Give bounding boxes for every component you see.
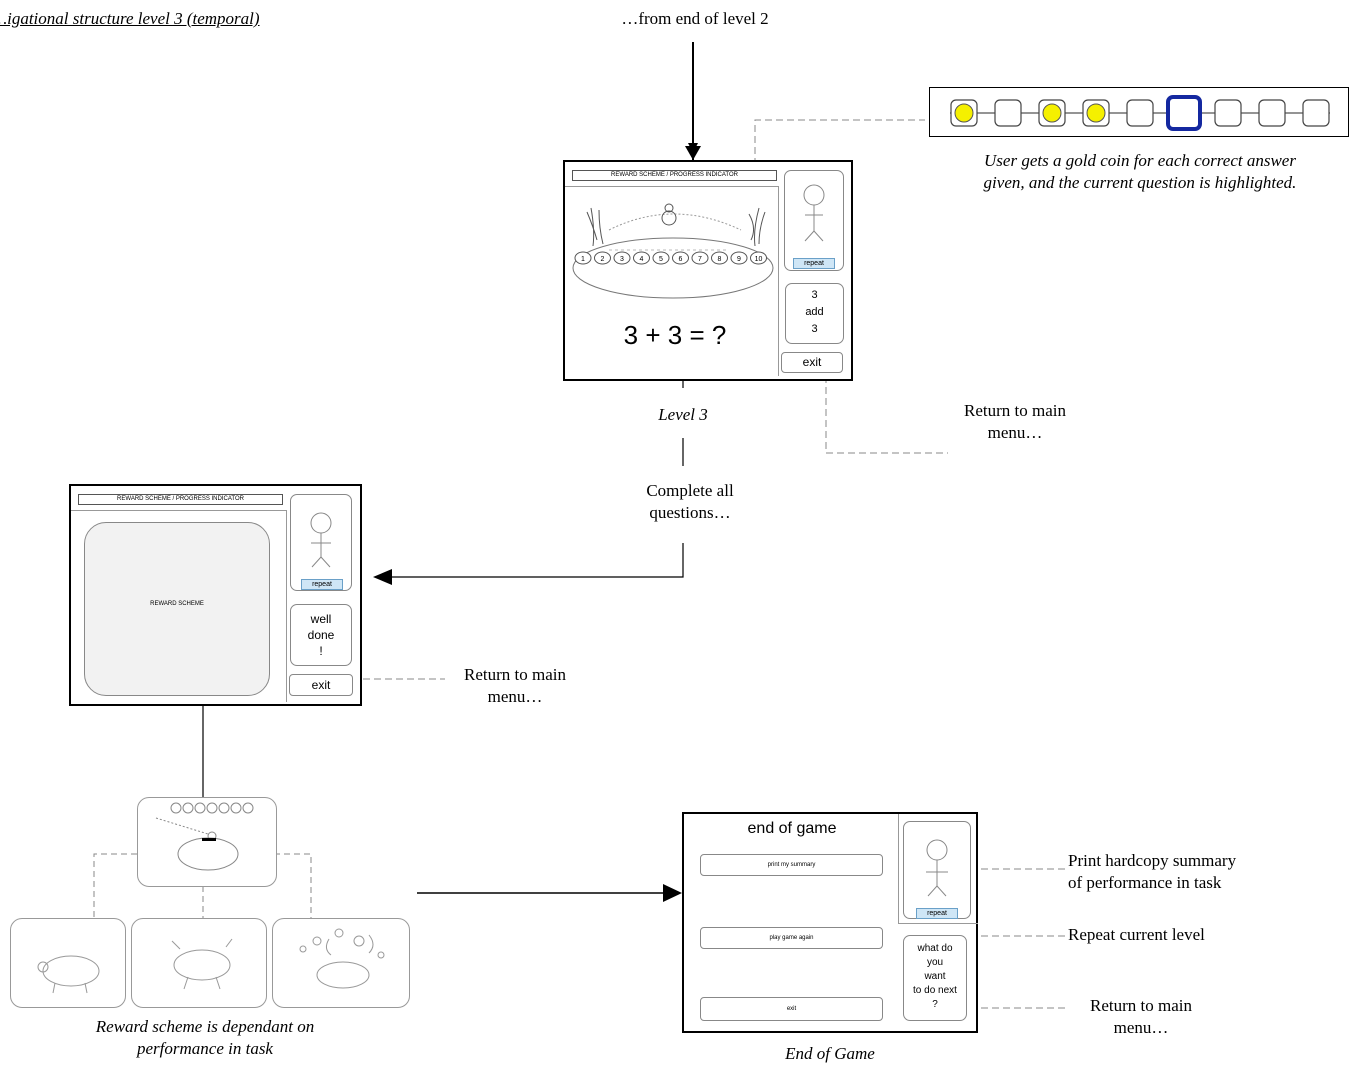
piggy-tile-2: [131, 918, 267, 1008]
piggy-tile-1: [10, 918, 126, 1008]
reward-progress-bar: REWARD SCHEME / PROGRESS INDICATOR: [78, 494, 283, 505]
piggy-tile-3: [272, 918, 410, 1008]
progress-strip: [929, 87, 1349, 137]
number-stone: [613, 251, 631, 265]
complete-to-reward-arrow: [390, 543, 684, 578]
question-cell: [1302, 99, 1330, 127]
print-summary-button[interactable]: print my summary: [700, 854, 883, 876]
number-label: 1: [581, 256, 585, 263]
piggy-cracking-illustration: [171, 938, 233, 990]
number-stone: [711, 251, 728, 265]
number-stone: [633, 251, 650, 265]
number-label: 8: [718, 256, 722, 263]
what-next-panel: what do you want to do next ?: [903, 935, 967, 1021]
stick-figure-icon: [926, 839, 948, 897]
stick-figure-icon: [310, 512, 332, 568]
reward-scheme-label: REWARD SCHEME: [150, 601, 204, 607]
page-title: …igational structure level 3 (temporal): [0, 9, 260, 28]
avatar-panel: repeat: [290, 494, 352, 591]
number-label: 10: [755, 256, 763, 263]
number-label: 6: [679, 256, 683, 263]
dashed-return-level3: [825, 376, 948, 454]
exit-button[interactable]: exit: [289, 674, 353, 696]
piggy-bank-illustration: [155, 802, 254, 871]
number-label: 9: [737, 256, 741, 263]
piggy-bank-tile: [137, 797, 277, 887]
number-stone: [672, 251, 689, 265]
number-stone: [652, 251, 670, 265]
question-cell: [1258, 99, 1286, 127]
play-again-button[interactable]: play game again: [700, 927, 883, 949]
repeat-button[interactable]: repeat: [793, 258, 835, 269]
exit-button[interactable]: exit: [781, 352, 843, 373]
number-label: 2: [601, 256, 605, 263]
end-of-game-title: end of game: [747, 820, 837, 837]
number-stone: [730, 251, 748, 265]
well-done-panel: well done !: [290, 604, 352, 666]
reward-progress-bar: REWARD SCHEME / PROGRESS INDICATOR: [572, 170, 777, 181]
piggy-broken-illustration: [299, 928, 385, 989]
number-stone: [574, 251, 592, 265]
repeat-level-label: Repeat current level: [1068, 925, 1205, 944]
reward-screen: REWARD SCHEME / PROGRESS INDICATOR REWAR…: [69, 484, 362, 706]
number-stone: [594, 251, 611, 265]
repeat-button[interactable]: repeat: [916, 908, 958, 919]
question-cell: [1214, 99, 1242, 127]
hint-panel: 3 add 3: [785, 283, 844, 344]
question-cell: [1126, 99, 1154, 127]
top-label: …from end of level 2: [621, 9, 769, 28]
number-stone: [750, 251, 767, 265]
end-of-game-caption: End of Game: [785, 1044, 875, 1063]
avatar-panel: repeat: [784, 170, 844, 271]
dashed-to-progress-strip: [754, 119, 925, 176]
piggy-whole-illustration: [37, 955, 100, 994]
level3-caption: Level 3: [658, 405, 708, 424]
progress-caption: User gets a gold coin for each correct a…: [983, 151, 1297, 192]
question-text: 3 + 3 = ?: [623, 320, 727, 350]
repeat-button[interactable]: repeat: [301, 579, 343, 590]
current-question-cell: [1166, 95, 1202, 131]
avatar-panel: repeat: [903, 821, 971, 919]
stick-figure-icon: [803, 184, 825, 242]
number-label: 7: [698, 256, 702, 263]
gold-coin-icon: [1042, 103, 1062, 123]
number-label: 4: [640, 256, 644, 263]
exit-button[interactable]: exit: [700, 997, 883, 1021]
question-cell: [994, 99, 1022, 127]
gold-coin-icon: [954, 103, 974, 123]
progress-strip-svg: [950, 95, 1330, 131]
reward-scheme-area: REWARD SCHEME: [84, 522, 270, 696]
level3-screen: REWARD SCHEME / PROGRESS INDICATOR 1 2 3 4 5…: [563, 160, 853, 381]
number-label: 5: [659, 256, 663, 263]
gold-coin-icon: [1086, 103, 1106, 123]
end-of-game-screen: end of game print my summary play game a…: [682, 812, 978, 1033]
number-stone: [691, 251, 709, 265]
number-label: 3: [620, 256, 624, 263]
jungle-scene-illustration: 1 2 3 4 5 6 7 8 9 10: [572, 203, 774, 299]
